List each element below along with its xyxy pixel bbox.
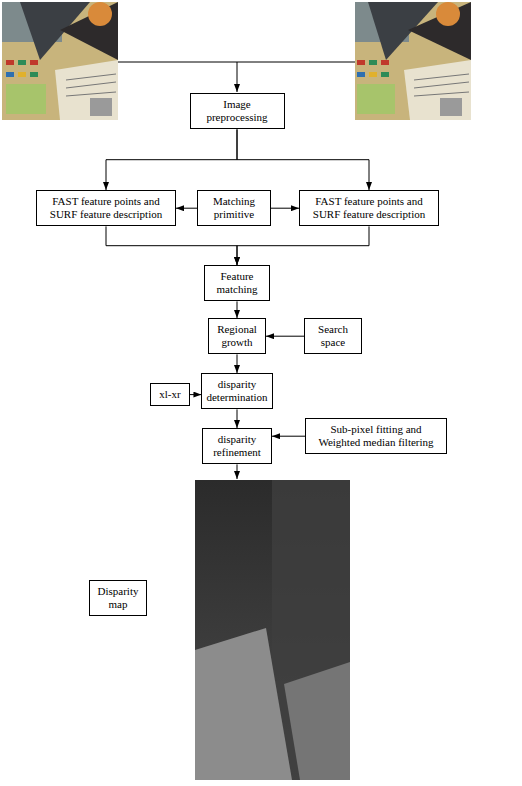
box-label: Search space: [309, 323, 357, 349]
process-box: Sub-pixel fitting and Weighted median fi…: [305, 418, 447, 454]
box-label: Matching primitive: [202, 195, 266, 221]
box-label: xl-xr: [155, 388, 185, 401]
box-label: disparity refinement: [207, 433, 267, 459]
box-label: Image preprocessing: [195, 98, 280, 124]
process-box: disparity determination: [201, 373, 272, 409]
process-box: FAST feature points and SURF feature des…: [299, 190, 439, 226]
output-arrow: [237, 464, 238, 479]
flow-arrow: [190, 394, 201, 395]
flow-arrow: [176, 208, 197, 209]
flow-arrow: [237, 129, 369, 190]
input-arrow: [237, 62, 238, 92]
process-box: Matching primitive: [197, 190, 271, 226]
flow-arrow: [237, 354, 238, 373]
flow-arrow: [272, 436, 305, 437]
flow-arrow: [266, 336, 304, 337]
right-stereo-image: [355, 2, 471, 120]
box-label: disparity determination: [206, 378, 267, 404]
process-box: Image preprocessing: [190, 93, 285, 129]
box-label: FAST feature points and SURF feature des…: [304, 195, 434, 221]
disparity-map-image: [195, 480, 350, 780]
box-label: Feature matching: [209, 270, 265, 296]
flow-arrow: [106, 226, 237, 265]
flow-arrow: [237, 409, 238, 428]
box-label: FAST feature points and SURF feature des…: [41, 195, 171, 221]
process-box: Disparity map: [89, 580, 147, 616]
process-box: FAST feature points and SURF feature des…: [36, 190, 176, 226]
process-box: Search space: [304, 318, 362, 354]
process-box: disparity refinement: [202, 428, 272, 464]
flow-arrow: [237, 301, 238, 318]
process-box: Feature matching: [204, 265, 270, 301]
left-stereo-image: [2, 2, 118, 120]
box-label: Regional growth: [213, 323, 261, 349]
flow-arrow: [237, 226, 369, 265]
box-label: Disparity map: [94, 585, 142, 611]
flow-arrow: [106, 129, 237, 190]
process-box: Regional growth: [208, 318, 266, 354]
box-label: Sub-pixel fitting and Weighted median fi…: [310, 423, 442, 449]
flow-arrow: [271, 208, 299, 209]
process-box: xl-xr: [150, 383, 190, 406]
